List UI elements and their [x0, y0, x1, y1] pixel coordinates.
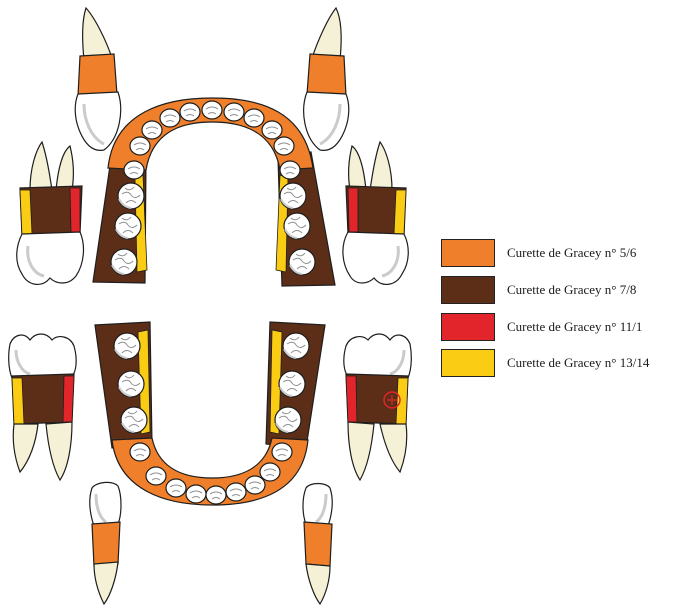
legend-label-brown: Curette de Gracey n° 7/8	[507, 282, 636, 298]
legend-item-orange: Curette de Gracey n° 5/6	[441, 238, 636, 268]
legend-label-red: Curette de Gracey n° 11/1	[507, 319, 642, 335]
legend-item-yellow: Curette de Gracey n° 13/14	[441, 348, 649, 378]
legend-item-red: Curette de Gracey n° 11/1	[441, 312, 642, 342]
legend-swatch-brown	[441, 276, 495, 304]
lower-right-incisor	[303, 484, 332, 605]
upper-left-molar	[17, 142, 84, 284]
lower-right-molar	[344, 334, 411, 480]
legend-label-yellow: Curette de Gracey n° 13/14	[507, 355, 649, 371]
legend-swatch-orange	[441, 239, 495, 267]
legend-label-orange: Curette de Gracey n° 5/6	[507, 245, 636, 261]
legend-swatch-red	[441, 313, 495, 341]
upper-left-incisor	[75, 8, 120, 150]
lower-left-molar	[9, 334, 76, 480]
upper-right-incisor	[304, 8, 349, 150]
legend-item-brown: Curette de Gracey n° 7/8	[441, 275, 636, 305]
lower-left-incisor	[90, 482, 121, 604]
upper-arch	[93, 98, 335, 286]
lower-arch	[95, 322, 325, 505]
legend-swatch-yellow	[441, 349, 495, 377]
upper-right-molar	[343, 142, 408, 284]
